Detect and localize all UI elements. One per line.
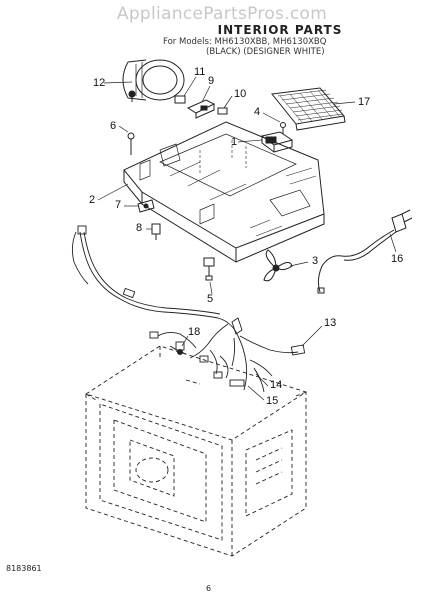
page-number: 6	[206, 584, 212, 593]
callout-15: 15	[266, 395, 279, 407]
callout-14: 14	[270, 379, 283, 391]
blower-fan-part	[122, 59, 185, 102]
thermostat-and-fuse-parts	[137, 199, 161, 240]
model-line-2: (BLACK) (DESIGNER WHITE)	[206, 47, 325, 57]
base-tray	[123, 121, 325, 263]
document-code: 8183861	[6, 564, 42, 573]
switch-5-part	[203, 257, 215, 281]
cooling-fan-blade-part	[263, 249, 293, 282]
callout-1: 1	[231, 136, 238, 148]
callout-4: 4	[254, 106, 261, 118]
callout-2: 2	[89, 194, 96, 206]
callout-6: 6	[110, 120, 117, 132]
callout-10: 10	[234, 88, 247, 100]
screw-6-part	[127, 132, 135, 155]
relay-part	[260, 122, 294, 153]
callout-9: 9	[208, 75, 215, 87]
callout-13: 13	[324, 317, 337, 329]
callout-12: 12	[93, 77, 106, 89]
callout-11: 11	[194, 66, 206, 78]
callout-3: 3	[312, 255, 319, 267]
oven-cavity-outline	[84, 345, 308, 557]
callout-leader-lines	[97, 76, 397, 401]
callout-16: 16	[391, 253, 404, 265]
callout-8: 8	[136, 222, 143, 234]
diagram-title: INTERIOR PARTS	[217, 23, 343, 37]
callout-17: 17	[358, 96, 371, 108]
callout-7: 7	[115, 199, 122, 211]
callout-5: 5	[207, 293, 214, 305]
model-line-1: For Models: MH6130XBB, MH6130XBQ	[163, 37, 327, 47]
site-watermark: AppliancePartsPros.com	[116, 4, 328, 24]
wire-harness-part	[71, 225, 306, 393]
small-switch-parts	[174, 95, 228, 119]
callout-18: 18	[188, 326, 201, 338]
grease-filter-part	[271, 87, 346, 131]
power-cord-part	[317, 209, 413, 294]
